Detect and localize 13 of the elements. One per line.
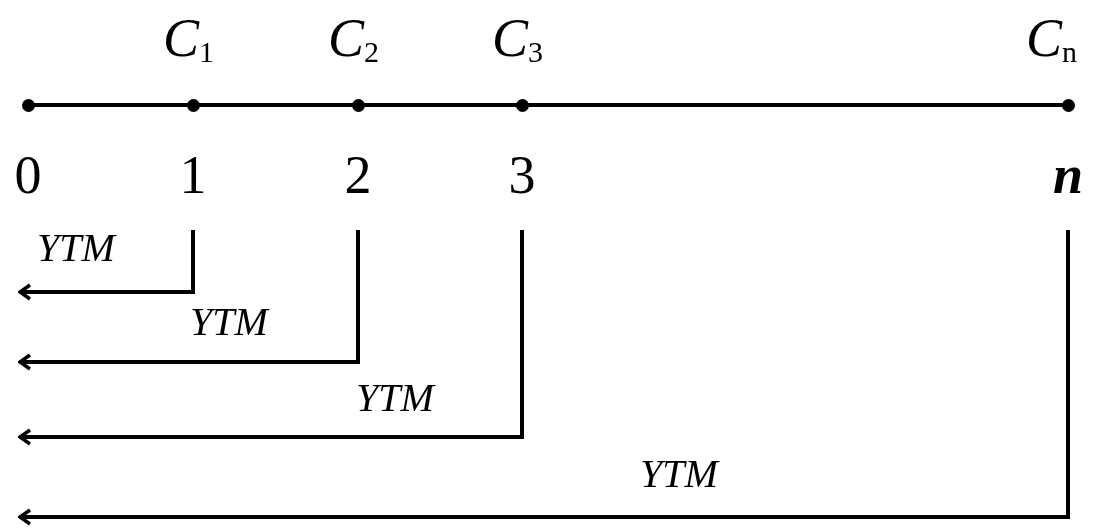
discount-arrow [18, 230, 195, 301]
discount-arrow [18, 230, 524, 446]
cash-flow-label: C$_{n}$ [1026, 8, 1078, 70]
cash-flow-label: C$_{3}$ [492, 8, 544, 70]
time-period-label: 0 [13, 145, 43, 205]
cash-flow-label: C$_{1}$ [163, 8, 215, 70]
time-period-label: 2 [343, 145, 373, 205]
time-period-label: n [1051, 145, 1084, 205]
time-period-label: 3 [507, 145, 537, 205]
discount-arrow [18, 230, 1070, 526]
cash-flow-label: C$_{2}$ [328, 8, 380, 70]
time-period-label: 1 [178, 145, 208, 205]
discount-arrow [18, 230, 360, 371]
